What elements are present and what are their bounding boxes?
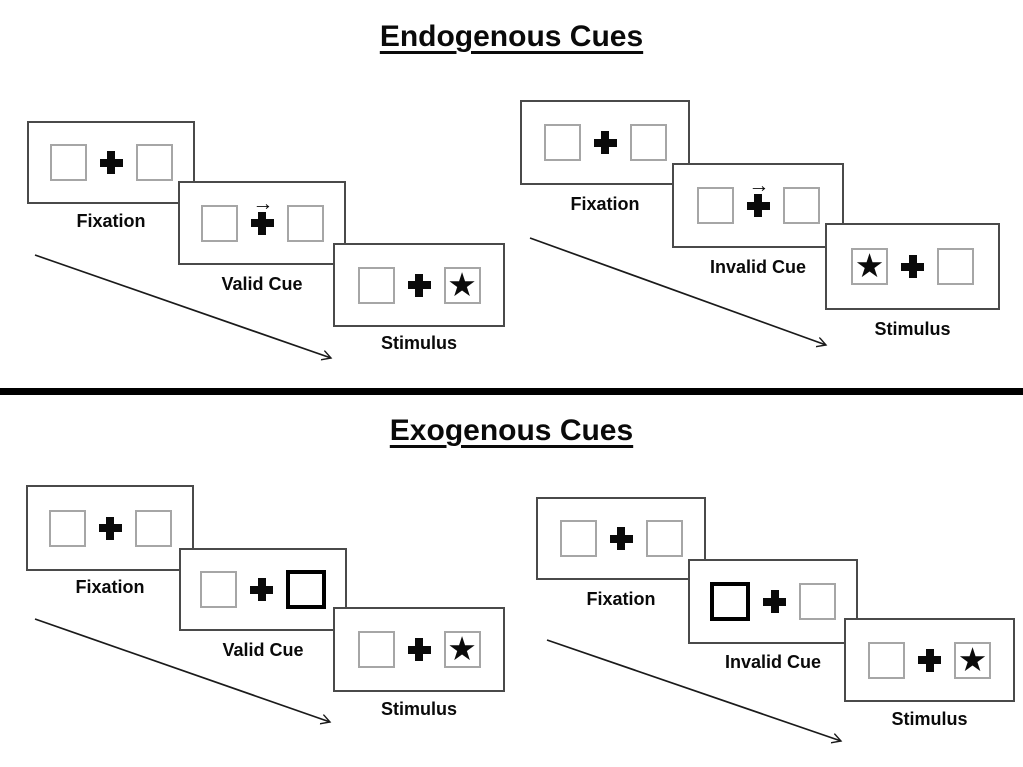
fixation-cross-icon (407, 638, 431, 661)
right-target-box: ★ (954, 640, 991, 679)
star-icon: ★ (957, 640, 988, 678)
fixation-cross-icon (609, 527, 633, 550)
right-placeholder-box (645, 520, 683, 557)
exogenous-invalid-fixation-panel (536, 497, 706, 580)
fixation-cross-icon (407, 273, 431, 297)
left-placeholder-box (200, 571, 237, 608)
endogenous-valid-fixation-panel (27, 121, 195, 204)
right-placeholder-box (286, 204, 324, 242)
stimulus-label: Stimulus (874, 319, 951, 339)
left-placeholder-box (49, 144, 87, 181)
fixation-label: Fixation (76, 211, 146, 231)
cue-label: Valid Cue (222, 640, 304, 660)
exogenous-invalid-stimulus-panel: ★ (844, 618, 1015, 702)
fixation-label: Fixation (75, 577, 145, 597)
right-placeholder-box (629, 124, 667, 161)
fixation-cross-icon (918, 648, 941, 672)
cue-label: Invalid Cue (709, 257, 807, 277)
section-divider (0, 388, 1023, 395)
fixation-cross-icon (99, 151, 123, 174)
left-placeholder-box (868, 641, 905, 679)
left-placeholder-box (357, 631, 395, 668)
left-target-box: ★ (851, 248, 888, 285)
right-arrow-cue-icon: → (252, 191, 274, 215)
fixation-label: Fixation (570, 194, 640, 214)
endogenous-valid-cue-panel: → (178, 181, 346, 265)
right-arrow-cue-icon: → (748, 174, 770, 197)
right-target-box: ★ (443, 265, 481, 304)
right-placeholder-box (799, 583, 836, 620)
endogenous-section-title: Endogenous Cues (379, 20, 644, 53)
exogenous-invalid-cue-panel (688, 559, 858, 644)
cue-label: Valid Cue (221, 274, 303, 294)
fixation-cross-icon (901, 255, 924, 278)
star-icon: ★ (854, 247, 885, 284)
fixation-cross-icon (250, 578, 273, 601)
right-placeholder-box (135, 144, 173, 181)
right-placeholder-box (937, 248, 974, 285)
endogenous-invalid-timeline-arrow (529, 237, 826, 345)
left-placeholder-box (559, 520, 597, 557)
stimulus-label: Stimulus (891, 709, 968, 729)
endogenous-valid-timeline-arrow (34, 254, 331, 358)
fixation-label: Fixation (586, 589, 656, 609)
left-placeholder-box (357, 266, 395, 304)
bold-cue-box (286, 570, 326, 609)
stimulus-label: Stimulus (380, 333, 457, 353)
exogenous-valid-stimulus-panel: ★ (333, 607, 505, 692)
left-placeholder-box (48, 509, 86, 547)
exogenous-valid-fixation-panel (26, 485, 194, 571)
stimulus-label: Stimulus (380, 699, 457, 719)
endogenous-valid-stimulus-panel: ★ (333, 243, 505, 327)
exogenous-valid-timeline-arrow (34, 618, 330, 722)
cue-label: Invalid Cue (724, 652, 822, 672)
left-placeholder-box (543, 124, 581, 161)
exogenous-valid-cue-panel (179, 548, 347, 631)
fixation-cross-icon (98, 516, 122, 540)
star-icon: ★ (447, 265, 477, 303)
exogenous-section-title: Exogenous Cues (389, 414, 634, 447)
right-placeholder-box (782, 187, 820, 224)
star-icon: ★ (447, 630, 477, 667)
endogenous-invalid-stimulus-panel: ★ (825, 223, 1000, 310)
bold-cue-box (710, 582, 750, 621)
fixation-cross-icon (593, 131, 617, 154)
right-placeholder-box (134, 509, 172, 547)
right-target-box: ★ (443, 630, 481, 668)
endogenous-invalid-cue-panel: → (672, 163, 844, 248)
fixation-cross-icon (763, 590, 786, 613)
left-placeholder-box (696, 187, 734, 224)
left-placeholder-box (200, 204, 238, 242)
fixation-cross-icon: → (746, 175, 770, 217)
fixation-cross-icon: → (250, 193, 274, 235)
endogenous-invalid-fixation-panel (520, 100, 690, 185)
